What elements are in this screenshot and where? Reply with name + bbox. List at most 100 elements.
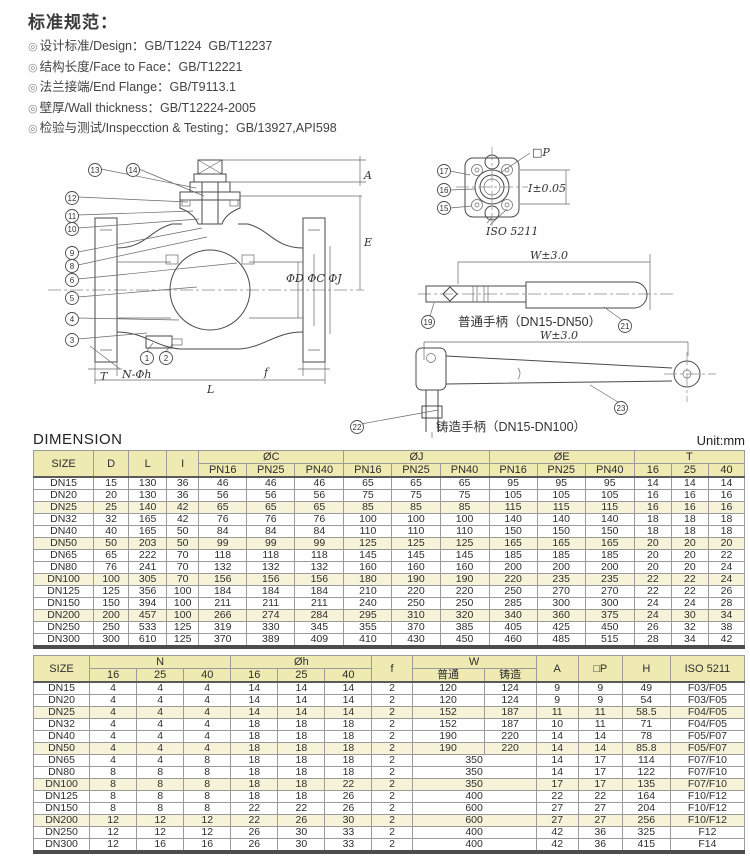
cell: DN300: [32, 633, 95, 648]
cell: 10: [535, 718, 579, 731]
handle1-caption: 普通手柄（DN15-DN50）: [458, 315, 601, 329]
gland: [189, 181, 231, 193]
spec-item: ◎设计标准/Design：GB/T1224 GB/T12237: [28, 37, 337, 58]
cell: 20: [633, 561, 672, 574]
spec-text: 法兰接端/End Flange：GB/T9113.1: [39, 80, 236, 94]
cell: 132: [294, 561, 345, 574]
cell: 24: [670, 597, 709, 610]
cell: 4: [183, 742, 232, 755]
cell: 26: [230, 826, 279, 839]
cell: 295: [343, 609, 393, 622]
cell: 4: [183, 681, 232, 695]
cell: 24: [707, 561, 746, 574]
cell: 27: [535, 802, 579, 815]
cell: 220: [391, 585, 441, 598]
cell: 36: [577, 838, 623, 853]
cell: 16: [183, 838, 232, 853]
cell: 2: [371, 730, 413, 743]
cell: 400: [411, 790, 537, 803]
cell: 600: [411, 814, 537, 827]
cell: 2: [371, 742, 413, 755]
cell: 220: [483, 742, 537, 755]
cell: 18: [277, 742, 326, 755]
cell: DN25: [32, 706, 91, 719]
spec-item: ◎壁厚/Wall thickness：GB/T12224-2005: [28, 99, 337, 120]
group-c: ØC: [198, 450, 345, 464]
callout: 2: [159, 351, 173, 365]
wrench-head: [415, 347, 447, 391]
cell: F03/F05: [669, 681, 746, 695]
sub-col: PN40: [294, 463, 345, 478]
cell: 56: [246, 489, 296, 502]
cell: DN50: [32, 742, 91, 755]
cell: 8: [89, 766, 138, 779]
cell: 9: [577, 681, 623, 695]
cell: 4: [183, 730, 232, 743]
cell: 130: [128, 476, 168, 490]
svg-text:5: 5: [70, 294, 75, 303]
cell: 4: [89, 681, 138, 695]
cell: 8: [183, 778, 232, 791]
cell: 125: [166, 633, 200, 648]
cell: 99: [246, 537, 296, 550]
valve-section-drawing: A E ΦD ΦC ΦJ T f L N-Φh 13 14 12 11 10 9…: [48, 156, 372, 396]
cell: F04/F05: [669, 706, 746, 719]
cell: 14: [707, 476, 746, 490]
col-l: L: [128, 450, 168, 478]
cell: 124: [483, 681, 537, 695]
cell: 110: [439, 525, 490, 538]
cell: 36: [577, 826, 623, 839]
cell: 356: [128, 585, 168, 598]
svg-text:19: 19: [424, 318, 433, 327]
cell: 100: [439, 513, 490, 526]
cell: 14: [535, 754, 579, 767]
cell: 120: [411, 681, 485, 695]
seat-left: [165, 254, 179, 265]
dim-N-h: N-Φh: [121, 368, 151, 381]
cell: 105: [488, 489, 538, 502]
cell: 95: [536, 476, 586, 490]
cell: 8: [183, 766, 232, 779]
cell: 22: [535, 790, 579, 803]
cell: 75: [391, 489, 441, 502]
svg-text:17: 17: [440, 167, 449, 176]
cell: 4: [136, 754, 185, 767]
dim-T: T: [100, 370, 109, 383]
cell: 152: [411, 706, 485, 719]
cell: 65: [294, 501, 345, 514]
cell: 12: [136, 814, 185, 827]
cell: 14: [277, 694, 326, 707]
drain-plug: [145, 335, 173, 349]
cell: 8: [136, 766, 185, 779]
svg-text:2: 2: [164, 354, 169, 363]
lever: [445, 355, 673, 385]
cell: DN15: [32, 681, 91, 695]
page-title: 标准规范：: [28, 13, 118, 32]
cell: 18: [324, 766, 373, 779]
cell: 450: [439, 633, 490, 648]
cell: 56: [198, 489, 248, 502]
cell: 16: [136, 838, 185, 853]
handle2-caption: 铸造手柄（DN15-DN100）: [436, 419, 586, 434]
cell: 76: [294, 513, 345, 526]
cell: 22: [670, 585, 709, 598]
cell: 20: [670, 561, 709, 574]
cell: 18: [277, 730, 326, 743]
col-iso: ISO 5211: [669, 655, 746, 683]
cell: 4: [89, 694, 138, 707]
cell: 15: [93, 476, 130, 490]
cell: 4: [136, 681, 185, 695]
cell: DN20: [32, 694, 91, 707]
cell: 241: [128, 561, 168, 574]
cell: 140: [584, 513, 635, 526]
cell: 118: [246, 549, 296, 562]
group-h: Øh: [230, 655, 373, 669]
sub-col: PN16: [198, 463, 248, 478]
cell: 145: [391, 549, 441, 562]
unit-label: Unit:mm: [696, 433, 745, 448]
cell: 25: [93, 501, 130, 514]
